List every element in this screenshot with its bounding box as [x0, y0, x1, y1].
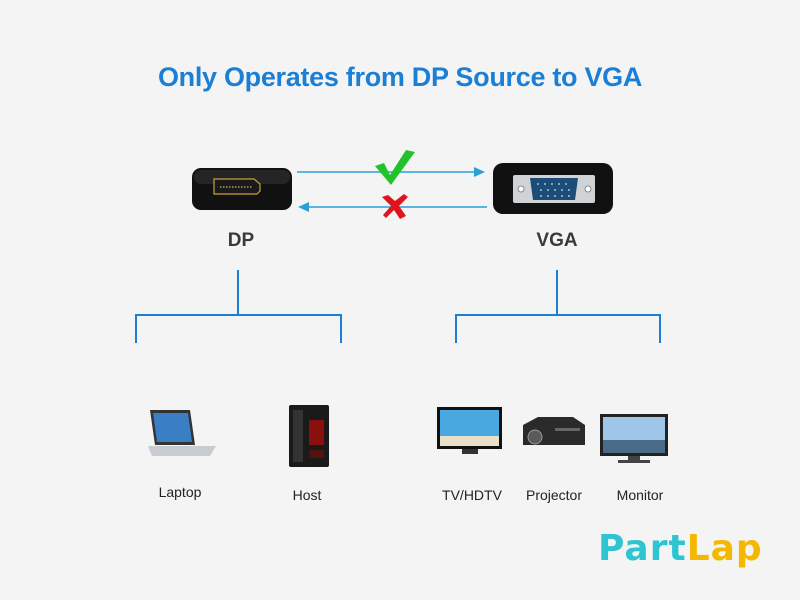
dp-label: DP: [227, 230, 255, 251]
source-tree-lines: [135, 270, 342, 343]
monitor-label: Monitor: [616, 487, 664, 503]
logo-part1: Part: [598, 528, 687, 569]
target-tree-lines: [455, 270, 661, 343]
projector-label: Projector: [525, 487, 583, 503]
logo-part2: Lap: [686, 528, 763, 569]
vga-label: VGA: [536, 230, 578, 251]
check-icon: [375, 150, 415, 185]
laptop-label: Laptop: [158, 484, 202, 500]
laptop-icon: [148, 410, 216, 456]
tv-icon: [437, 407, 502, 454]
tv-label: TV/HDTV: [442, 487, 502, 503]
page-title: Only Operates from DP Source to VGA: [157, 62, 643, 92]
partlap-logo: PartLap: [598, 528, 763, 569]
monitor-icon: [600, 414, 668, 463]
projector-icon: [523, 417, 585, 445]
dp-port-icon: [192, 168, 292, 210]
host-icon: [289, 405, 329, 467]
cross-icon: [382, 194, 408, 219]
host-label: Host: [292, 487, 322, 503]
vga-port-icon: [493, 163, 613, 214]
